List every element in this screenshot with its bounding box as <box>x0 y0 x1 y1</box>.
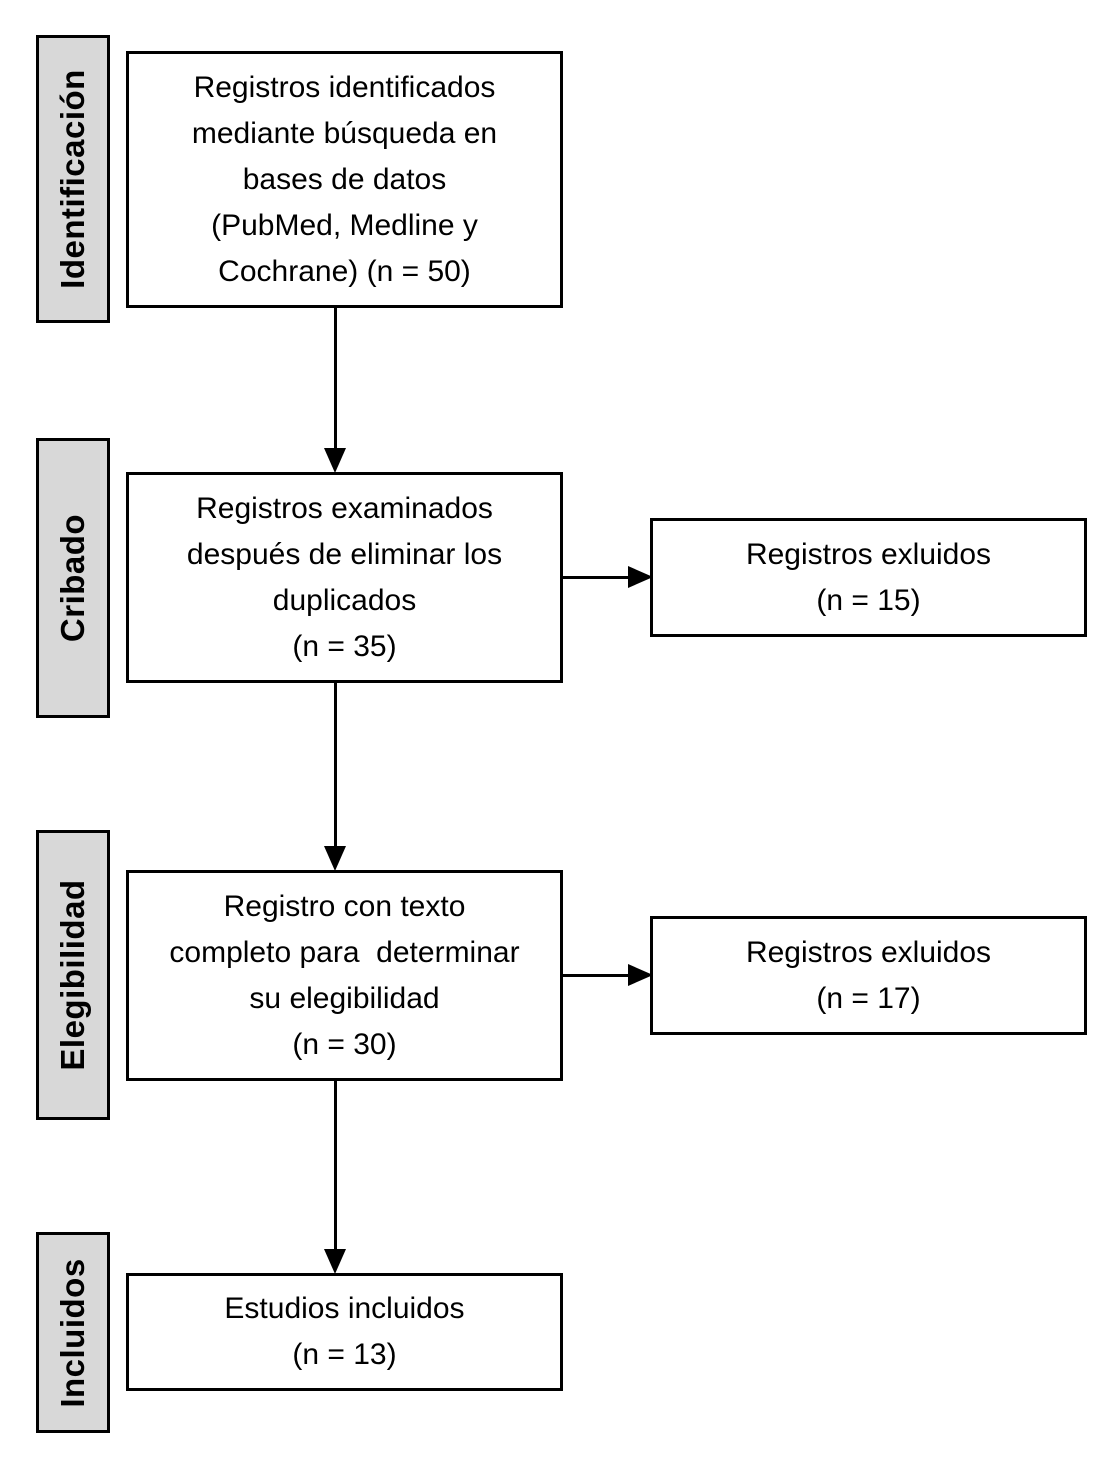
arrow-screened-to-excluded-head-icon <box>628 566 653 588</box>
stage-band-identification: Identificación <box>36 35 110 323</box>
stage-label-included: Incluidos <box>54 1257 91 1408</box>
arrow-screened-to-fulltext-line <box>334 683 337 847</box>
stage-band-screening: Cribado <box>36 438 110 718</box>
stage-label-eligibility: Elegibilidad <box>54 879 91 1071</box>
stage-label-identification: Identificación <box>54 69 91 289</box>
arrow-fulltext-to-excluded-line <box>563 974 629 977</box>
arrow-fulltext-to-included-head-icon <box>324 1249 346 1274</box>
arrow-identified-to-screened-head-icon <box>324 448 346 473</box>
stage-band-included: Incluidos <box>36 1232 110 1433</box>
flow-box-identified: Registros identificados mediante búsqued… <box>126 51 563 308</box>
excluded-box-screening: Registros exluidos (n = 15) <box>650 518 1087 637</box>
stage-label-screening: Cribado <box>54 513 91 643</box>
arrow-fulltext-to-included-line <box>334 1081 337 1250</box>
flow-box-included: Estudios incluidos (n = 13) <box>126 1273 563 1391</box>
excluded-box-eligibility: Registros exluidos (n = 17) <box>650 916 1087 1035</box>
arrow-screened-to-excluded-line <box>563 576 629 579</box>
stage-band-eligibility: Elegibilidad <box>36 830 110 1120</box>
arrow-identified-to-screened-line <box>334 308 337 449</box>
flow-box-fulltext-eligibility: Registro con texto completo para determi… <box>126 870 563 1081</box>
arrow-screened-to-fulltext-head-icon <box>324 846 346 871</box>
flow-box-screened: Registros examinados después de eliminar… <box>126 472 563 683</box>
arrow-fulltext-to-excluded-head-icon <box>628 964 653 986</box>
